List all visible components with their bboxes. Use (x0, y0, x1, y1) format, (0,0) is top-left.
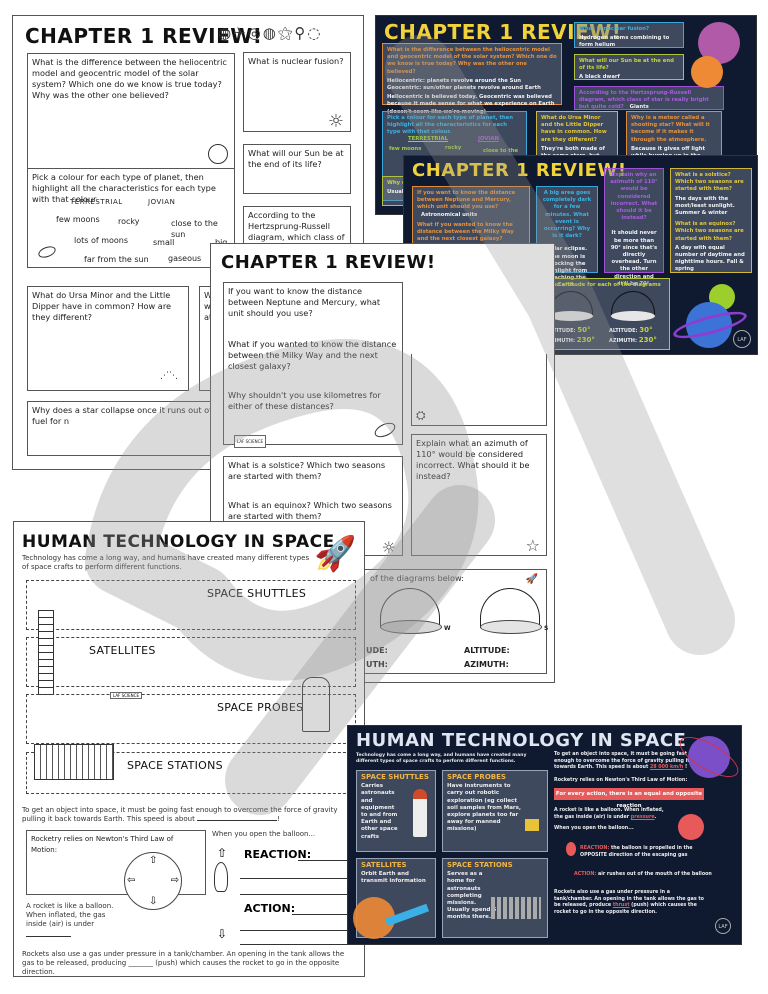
logo-badge: LAF (715, 918, 731, 934)
card-space-probes: SPACE PROBES Have instruments to carry o… (442, 770, 548, 852)
page-title: CHAPTER 1 REVIEW! (384, 20, 622, 44)
speed-text: To get an object into space, it must be … (22, 806, 338, 823)
balloon-open-text: When you open the balloon... (554, 826, 634, 831)
label-jovian: JOVIAN (148, 198, 176, 206)
label-terrestrial: TERRESTRIAL (70, 198, 123, 206)
saturn-icon (36, 244, 58, 260)
answer-box-hr: According to the Hertzsprung-Russell dia… (574, 86, 724, 110)
rocket-icon: 🚀 (525, 574, 538, 585)
balloon-flying-illustration (214, 862, 228, 892)
station-illustration (34, 744, 114, 780)
credit-label: LAF SCIENCE (110, 692, 142, 699)
page-title: CHAPTER 1 REVIEW! (412, 160, 627, 181)
shuttle-illustration (413, 789, 427, 837)
space-icons-row: ◍✈◎◍⚝⚲◌ (218, 24, 323, 42)
earth-icon (208, 144, 228, 164)
intro-text: Technology has come a long way, and huma… (22, 554, 310, 571)
newton-text: Rocketry relies on Newton's Third Law of… (554, 778, 688, 783)
answer-box-ursa: What do Ursa Minor and the Little Dipper… (536, 111, 618, 181)
up-arrow-icon: ⇧ (217, 846, 228, 860)
speed-text: To get an object into space, it must be … (554, 752, 704, 770)
galaxy-icon (372, 419, 398, 441)
reaction-label: REACTION: (244, 848, 312, 861)
question-box-ufo: ⛭ (411, 354, 547, 426)
question-box-fusion: What is nuclear fusion? ☼ (243, 52, 351, 132)
question-box-sun-end: What will our Sun be at the end of its l… (243, 144, 351, 194)
worksheet-human-technology: HUMAN TECHNOLOGY IN SPACE Technology has… (13, 521, 365, 977)
answer-box-azimuth: Explain why an azimuth of 110° would be … (604, 168, 664, 287)
question-box-units: If you want to know the distance between… (223, 282, 403, 448)
answer-box-solstice: What is a solstice? Which two seasons ar… (670, 168, 752, 273)
action-text: ACTION: air rushes out of the mouth of t… (574, 872, 712, 877)
planet-orange-illustration (691, 56, 723, 88)
star-icon: ☆ (525, 536, 540, 555)
worksheet-chapter1-page1: CHAPTER 1 REVIEW! ◍✈◎◍⚝⚲◌ What is the di… (12, 15, 364, 470)
card-space-shuttles: SPACE SHUTTLES Carries astronauts and eq… (356, 770, 436, 852)
newton-law-band: For every action, there is an equal and … (554, 788, 704, 809)
balloon-illustration (678, 814, 704, 840)
answer-key-human-technology: HUMAN TECHNOLOGY IN SPACE Technology has… (347, 725, 742, 945)
ufo-icon: ⛭ (416, 408, 426, 422)
planet-blue-illustration (686, 302, 732, 348)
reaction-text: REACTION: the balloon is propelled in th… (580, 846, 693, 858)
intro-text: Technology has come a long way, and huma… (356, 753, 527, 764)
section-space-shuttles: SPACE SHUTTLES (26, 580, 356, 630)
flying-balloon-illustration (566, 842, 576, 856)
newton-box: Rocketry relies on Newton's Third Law of… (26, 830, 206, 895)
constellation-icon: ⋰⋱ (160, 371, 178, 381)
answer-box-sun-end: What will our Sun be at the end of its l… (574, 54, 684, 80)
page-title: HUMAN TECHNOLOGY IN SPACE (22, 532, 335, 552)
rockets-text: Rockets also use a gas under pressure in… (554, 890, 704, 915)
planet-purple-illustration (688, 736, 730, 778)
probe-illustration (525, 819, 539, 831)
balloon-illustration: ⇧ ⇦ ⇨ ⇩ (124, 852, 182, 910)
logo-badge: LAF (733, 330, 751, 348)
page-title: CHAPTER 1 REVIEW! (25, 24, 263, 48)
balloon-text: A rocket is like a balloon. When inflate… (26, 902, 114, 928)
answer-box-helio: What is the difference between the helio… (382, 43, 562, 115)
probe-illustration (302, 677, 330, 732)
rockets-text: Rockets also use a gas under pressure in… (22, 950, 345, 976)
answer-box-meteor: Why is a meteor called a shooting star? … (626, 111, 722, 173)
page-title: HUMAN TECHNOLOGY IN SPACE (356, 730, 687, 751)
sun-icon: ☼ (381, 538, 396, 557)
answer-box-fusion: What is nuclear fusion? Hydrogen atoms c… (574, 22, 684, 48)
down-arrow-icon: ⇩ (217, 927, 228, 941)
question-box-ursa: What do Ursa Minor and the Little Dipper… (27, 286, 189, 391)
question-box-helio: What is the difference between the helio… (27, 53, 235, 171)
station-illustration (491, 897, 541, 919)
page-title: CHAPTER 1 REVIEW! (221, 252, 436, 273)
sun-icon: ☼ (327, 111, 344, 132)
balloon-open-text: When you open the balloon... (212, 830, 316, 838)
question-box-collapse: Why does a star collapse once it runs ou… (27, 401, 227, 456)
satellite-illustration (38, 610, 54, 695)
card-satellites: SATELLITES Orbit Earth and transmit info… (353, 858, 436, 939)
action-label: ACTION: (244, 902, 296, 915)
credit-label: LAF SCIENCE (234, 435, 266, 448)
balloon-text: A rocket is like a balloon. When inflate… (554, 808, 664, 820)
question-box-colour: Pick a colour for each type of planet, t… (27, 168, 235, 268)
question-box-azimuth: Explain what an azimuth of 110° would be… (411, 434, 547, 556)
card-space-stations: SPACE STATIONS Serves as a home for astr… (442, 858, 548, 938)
